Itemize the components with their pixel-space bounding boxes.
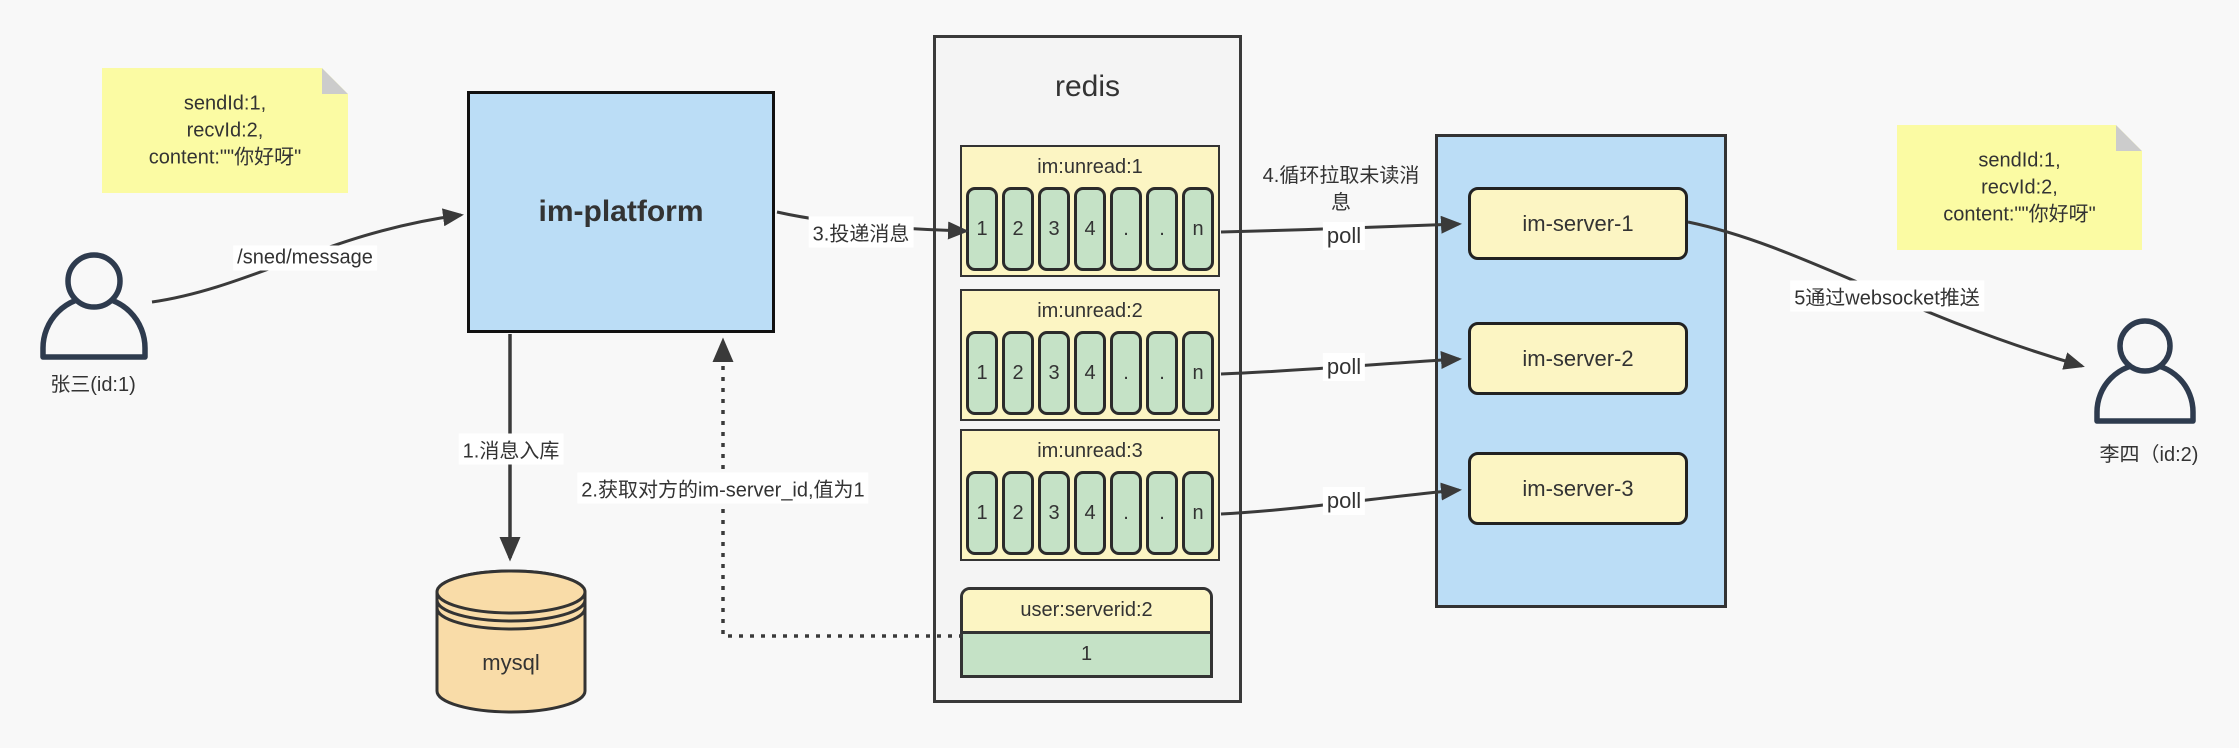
pull-edge-label: 4.循环拉取未读消息 [1262, 165, 1420, 214]
note-line: content:""你好呀" [1943, 203, 2096, 225]
queue-cell: 3 [1038, 187, 1070, 271]
queue-cell: . [1110, 471, 1142, 555]
redis-title: redis [1054, 70, 1121, 103]
lookup-edge-label: 2.获取对方的im-server_id,值为1 [577, 472, 869, 504]
im-server-2-box: im-server-2 [1468, 322, 1688, 395]
queue-title: im:unread:1 [1037, 155, 1143, 178]
queue-cell: 1 [966, 471, 998, 555]
send-edge-label: /sned/message [233, 245, 377, 271]
queue-cell: 4 [1074, 331, 1106, 415]
queue-cell: 1 [966, 331, 998, 415]
note-line: recvId:2, [1981, 176, 2058, 198]
sticky-note-receiver-payload: sendId:1, recvId:2, content:""你好呀" [1897, 125, 2142, 250]
queue-cell: . [1146, 187, 1178, 271]
poll-edge-label-1: poll [1322, 222, 1366, 250]
note-line: sendId:1, [1978, 149, 2061, 171]
user-serverid-value: 1 [963, 634, 1210, 675]
user-receiver [2093, 318, 2197, 429]
im-server-3-box: im-server-3 [1468, 452, 1688, 525]
queue-cells: 1 2 3 4 . . n [962, 331, 1218, 419]
queue-cell: . [1146, 471, 1178, 555]
store-edge-label: 1.消息入库 [458, 433, 564, 465]
queue-cell: . [1110, 187, 1142, 271]
queue-cell: 4 [1074, 471, 1106, 555]
mysql-label: mysql [482, 650, 540, 675]
user-serverid-block: user:serverid:2 1 [960, 587, 1213, 678]
person-icon [2094, 318, 2196, 424]
unread-queue-1: im:unread:1 1 2 3 4 . . n [960, 145, 1220, 277]
im-platform-box: im-platform [467, 91, 775, 333]
poll-edge-label-3: poll [1322, 487, 1366, 515]
sticky-note-sender-payload: sendId:1, recvId:2, content:""你好呀" [102, 68, 348, 193]
queue-title: im:unread:3 [1037, 439, 1143, 462]
queue-cells: 1 2 3 4 . . n [962, 471, 1218, 559]
queue-cell: 2 [1002, 187, 1034, 271]
receiver-label: 李四（id:2) [2099, 444, 2199, 466]
queue-title: im:unread:2 [1037, 299, 1143, 322]
queue-cell: . [1146, 331, 1178, 415]
person-icon [40, 252, 148, 360]
note-text: sendId:1, recvId:2, content:""你好呀" [1897, 147, 2142, 228]
unread-queue-2: im:unread:2 1 2 3 4 . . n [960, 289, 1220, 421]
mysql-cylinder-icon [435, 569, 587, 714]
note-text: sendId:1, recvId:2, content:""你好呀" [102, 90, 348, 171]
im-server-1-box: im-server-1 [1468, 187, 1688, 260]
queue-cell: . [1110, 331, 1142, 415]
push-edge-label: 5通过websocket推送 [1790, 280, 1984, 312]
queue-cell: n [1182, 471, 1214, 555]
queue-cell: n [1182, 187, 1214, 271]
user-sender [38, 252, 150, 365]
queue-cell: 3 [1038, 471, 1070, 555]
user-serverid-key: user:serverid:2 [963, 590, 1210, 634]
poll-edge-label-2: poll [1322, 353, 1366, 381]
queue-cells: 1 2 3 4 . . n [962, 187, 1218, 275]
note-line: content:""你好呀" [148, 146, 302, 168]
queue-cell: 2 [1002, 331, 1034, 415]
deliver-edge-label: 3.投递消息 [808, 216, 914, 248]
queue-cell: 2 [1002, 471, 1034, 555]
note-line: recvId:2, [186, 119, 264, 141]
unread-queue-3: im:unread:3 1 2 3 4 . . n [960, 429, 1220, 561]
sender-label: 张三(id:1) [50, 374, 136, 396]
queue-cell: 1 [966, 187, 998, 271]
note-line: sendId:1, [183, 92, 267, 114]
im-platform-label: im-platform [538, 195, 704, 228]
queue-cell: 4 [1074, 187, 1106, 271]
queue-cell: 3 [1038, 331, 1070, 415]
queue-cell: n [1182, 331, 1214, 415]
